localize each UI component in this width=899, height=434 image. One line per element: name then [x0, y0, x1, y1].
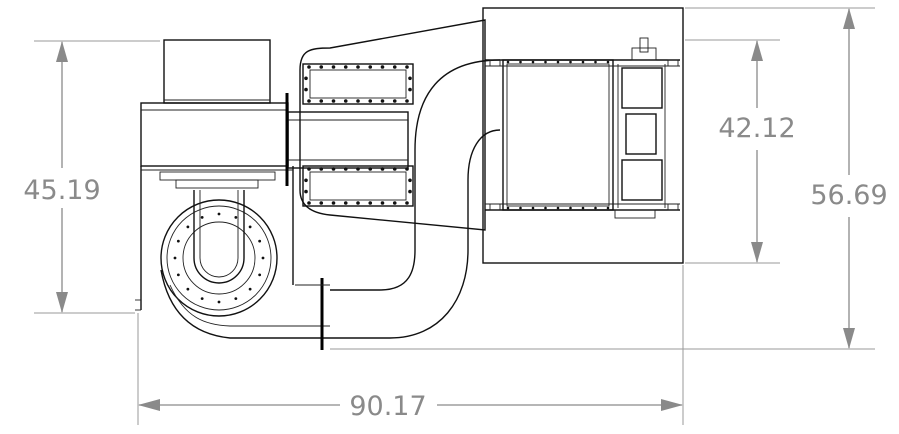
bolt-hole	[405, 99, 409, 103]
cabinet-housing	[482, 7, 684, 264]
bolt-hole	[569, 60, 572, 64]
bolt-hole	[304, 189, 308, 194]
bolt-hole	[380, 99, 385, 103]
bolt-hole	[331, 99, 336, 103]
bolt-hole	[258, 273, 262, 277]
motor	[163, 39, 271, 104]
bolt-hole	[519, 206, 522, 210]
bolt-hole	[405, 167, 409, 171]
bolt-hole	[304, 178, 308, 183]
bolt-hole	[319, 201, 324, 205]
dimension-label-housing-height: 42.12	[718, 113, 795, 144]
dimension-label-overall-height: 56.69	[810, 180, 887, 211]
bolt-hole	[186, 225, 190, 229]
bolt-hole	[408, 76, 412, 81]
dimension-housing-height: 42.12	[685, 39, 796, 264]
bolt-hole	[569, 206, 572, 210]
bolt-hole	[234, 297, 238, 301]
bolt-hole	[258, 239, 262, 243]
bolt-hole	[368, 167, 373, 171]
bolt-hole	[356, 99, 360, 103]
bolt-hole	[606, 60, 610, 64]
bolt-hole	[307, 65, 311, 69]
bolt-hole	[392, 201, 397, 205]
bolt-hole	[594, 206, 597, 210]
blower-housing	[135, 102, 294, 311]
bolt-hole	[581, 60, 585, 64]
bolt-hole	[343, 201, 348, 205]
bolt-hole	[248, 287, 252, 291]
bolt-hole	[408, 178, 412, 183]
bolt-hole	[331, 201, 336, 205]
bolt-hole	[392, 99, 397, 103]
dimension-overall-height: 56.69	[330, 7, 888, 350]
bolt-hole	[606, 206, 610, 210]
bolt-hole	[173, 256, 177, 260]
bolt-hole	[319, 99, 324, 103]
bolt-hole	[307, 201, 311, 205]
bolt-hole	[307, 167, 311, 171]
bolt-hole	[544, 60, 547, 64]
bolt-hole	[200, 215, 204, 219]
bolt-hole	[544, 206, 547, 210]
bolt-hole	[405, 201, 409, 205]
bolt-hole	[531, 206, 535, 210]
bolt-hole	[200, 297, 204, 301]
bolt-hole	[261, 256, 265, 260]
bolt-hole	[217, 300, 221, 304]
bolt-hole	[556, 60, 560, 64]
bolt-hole	[519, 60, 522, 64]
bolt-hole	[304, 87, 308, 92]
bolt-hole	[186, 287, 190, 291]
bolt-hole	[405, 65, 409, 69]
bolt-hole	[380, 65, 385, 69]
bolt-hole	[304, 76, 308, 81]
plenum-box	[299, 19, 486, 231]
bolt-hole	[248, 225, 252, 229]
return-duct	[295, 59, 501, 339]
bolt-hole	[408, 87, 412, 92]
bolt-hole	[343, 99, 348, 103]
bolt-hole	[506, 206, 510, 210]
bolt-hole	[408, 189, 412, 194]
dimension-left-height: 45.19	[23, 40, 160, 314]
bolt-hole	[392, 167, 397, 171]
bolt-hole	[234, 215, 238, 219]
bolt-hole	[217, 212, 221, 216]
bolt-hole	[380, 167, 385, 171]
bolt-hole	[331, 167, 336, 171]
bolt-hole	[356, 167, 360, 171]
bolt-hole	[368, 65, 373, 69]
bolt-hole	[343, 167, 348, 171]
bolt-hole	[319, 167, 324, 171]
dimension-overall-width: 90.17	[137, 265, 684, 425]
bolt-hole	[368, 99, 373, 103]
bolt-hole	[356, 65, 360, 69]
bolt-hole	[176, 239, 180, 243]
bolt-hole	[176, 273, 180, 277]
bolt-hole	[392, 65, 397, 69]
blower-scroll	[160, 190, 330, 339]
bolt-pattern	[173, 60, 610, 304]
bolt-hole	[380, 201, 385, 205]
bolt-hole	[319, 65, 324, 69]
bolt-hole	[368, 201, 373, 205]
bolt-hole	[307, 99, 311, 103]
bolt-hole	[594, 60, 597, 64]
bolt-hole	[343, 65, 348, 69]
bolt-hole	[506, 60, 510, 64]
bolt-hole	[556, 206, 560, 210]
dimension-label-left-height: 45.19	[23, 175, 100, 206]
bolt-hole	[581, 206, 585, 210]
outlet-duct	[285, 93, 409, 350]
bolt-hole	[531, 60, 535, 64]
bolt-hole	[331, 65, 336, 69]
dimension-label-overall-width: 90.17	[349, 391, 426, 422]
bolt-hole	[356, 201, 360, 205]
